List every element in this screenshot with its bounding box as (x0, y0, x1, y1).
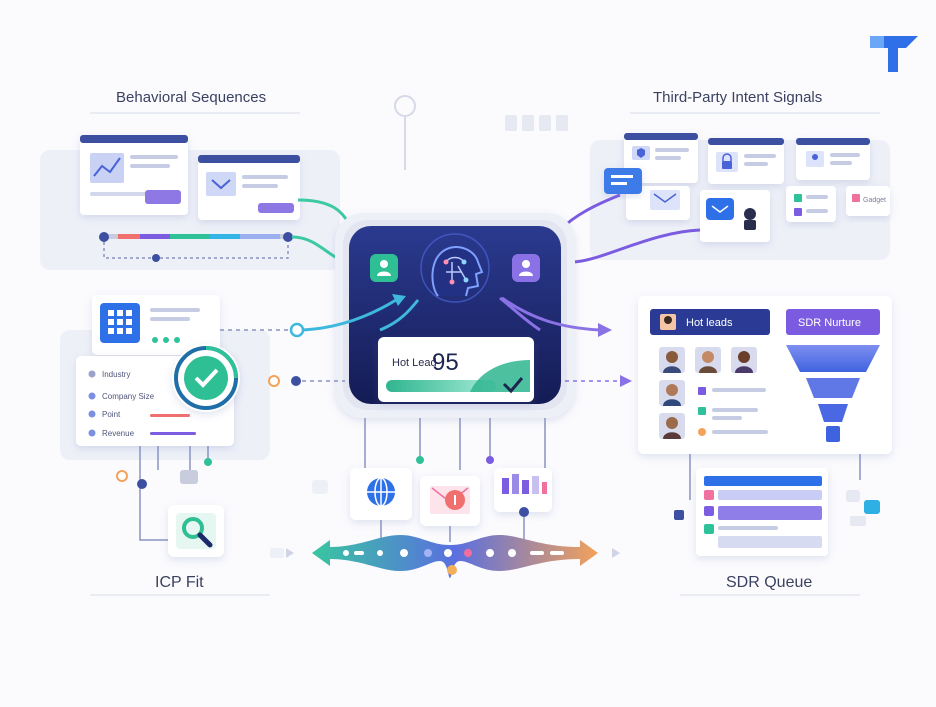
queue-item (704, 476, 822, 486)
brand-logo-icon (870, 36, 918, 72)
chat-bubble-icon (604, 168, 642, 194)
arrow-head (392, 294, 406, 306)
icp-field-industry: Industry (102, 370, 130, 379)
third-party-window-4 (626, 186, 690, 220)
link-node (268, 375, 280, 387)
queue-connectors (674, 454, 880, 526)
behavioral-timeline (99, 232, 293, 262)
search-icon (168, 505, 224, 557)
card-tag-label: Gadget (863, 197, 886, 204)
pipeline-bar (312, 535, 598, 578)
behavioral-window-2 (198, 155, 300, 220)
bottom-connectors (312, 418, 546, 494)
third-party-window-6 (786, 186, 836, 222)
avatar (659, 347, 685, 373)
section-title-sdr-queue: SDR Queue (726, 574, 813, 591)
link-node (519, 507, 529, 517)
sdr-nurture-badge: SDR Nurture (786, 309, 880, 335)
avatar (731, 347, 757, 373)
deco-block (539, 115, 551, 131)
queue-item (718, 490, 822, 500)
score-progress-bar (386, 380, 496, 392)
deco-block (505, 115, 517, 131)
queue-item-marker (704, 506, 714, 516)
queue-item (718, 536, 822, 548)
deco-arrow (612, 548, 620, 558)
icp-connectors (116, 446, 212, 541)
avatar (659, 413, 685, 439)
user-node-icon-head (380, 260, 388, 268)
globe-card (350, 468, 412, 520)
third-party-window-3 (796, 138, 870, 180)
brain-head-icon (420, 233, 490, 303)
sdr-nurture-label: SDR Nurture (798, 317, 861, 329)
icp-field-company-size: Company Size (102, 392, 155, 401)
deco-circle (394, 95, 416, 117)
arrow-head (620, 375, 632, 387)
email-card (420, 476, 480, 526)
score-value: 95 (432, 349, 459, 376)
funnel-icon (786, 345, 880, 442)
hot-leads-badge: Hot leads (650, 309, 770, 335)
icp-field-point: Point (102, 410, 121, 419)
deco-arrow (286, 548, 294, 558)
deco-block (522, 115, 534, 131)
link-node (291, 376, 301, 386)
contact-node-icon-head (522, 260, 530, 268)
queue-item (718, 506, 822, 520)
deco-block (556, 115, 568, 131)
third-party-window-7: Gadget (846, 186, 890, 216)
sdr-queue-panel (696, 468, 828, 556)
arrow-core-to-routing (501, 296, 601, 332)
arrow-thirdparty-to-core-2 (571, 228, 701, 264)
lead-list (698, 387, 768, 436)
queue-item (718, 526, 778, 530)
user-node-icon-body (377, 271, 391, 276)
queue-item-marker (704, 524, 714, 534)
score-label: Hot Lead (392, 357, 437, 369)
section-title-icp-fit: ICP Fit (155, 574, 204, 591)
third-party-window-5 (700, 190, 770, 242)
avatar (659, 380, 685, 406)
icp-company-card (92, 295, 220, 355)
link-node (289, 322, 305, 338)
section-title-third-party: Third-Party Intent Signals (653, 89, 823, 106)
verified-check-icon (172, 344, 240, 412)
third-party-window-1 (624, 133, 698, 183)
section-title-behavioral: Behavioral Sequences (116, 89, 267, 106)
analytics-card (494, 468, 552, 512)
avatar (695, 347, 721, 373)
deco-block (270, 548, 284, 558)
behavioral-window-1 (80, 135, 188, 215)
hot-leads-label: Hot leads (686, 317, 733, 329)
arrow-icp-to-core (302, 298, 397, 332)
lead-score-card: Hot Lead 95 (378, 337, 534, 402)
checkmark-icon (502, 377, 524, 394)
contact-node-icon-body (519, 271, 533, 276)
third-party-window-2 (708, 138, 784, 184)
queue-item-marker (704, 490, 714, 500)
arrow-head (598, 323, 612, 337)
icp-field-revenue: Revenue (102, 429, 135, 438)
